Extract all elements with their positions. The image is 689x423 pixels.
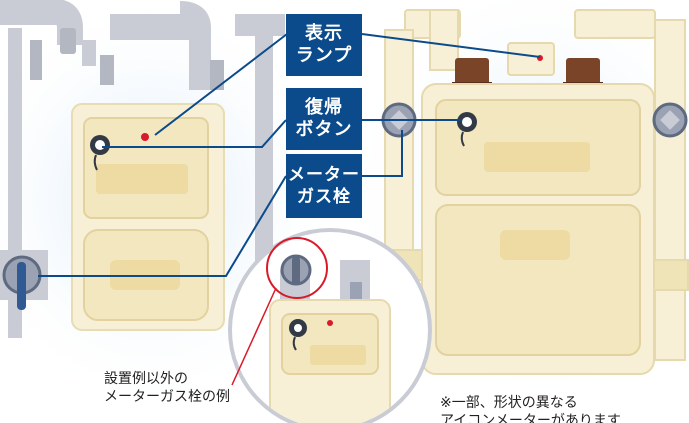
- meter-gas-valve-label: メーター ガス栓: [286, 154, 362, 218]
- note-caption: ※一部、形状の異なる アイコンメーターがあります: [440, 394, 680, 423]
- display-lamp-label-line1: 表示: [305, 23, 343, 44]
- other-valve-caption: 設置例以外の メーターガス栓の例: [104, 370, 274, 406]
- note-caption-line1: ※一部、形状の異なる: [440, 395, 578, 411]
- right-meter: [374, 9, 689, 375]
- meter-gas-valve-label-line2: ガス栓: [297, 187, 351, 207]
- leader-lines: [38, 33, 541, 277]
- reset-button-label: 復帰 ボタン: [286, 88, 362, 150]
- display-lamp-label-line2: ランプ: [295, 45, 353, 66]
- meter-gas-valve-label-line1: メーター: [288, 165, 360, 185]
- reset-button-label-line1: 復帰: [305, 97, 343, 118]
- other-valve-caption-line1: 設置例以外の: [104, 371, 188, 387]
- display-lamp-label: 表示 ランプ: [286, 14, 362, 76]
- other-valve-caption-line2: メーターガス栓の例: [104, 389, 230, 405]
- reset-button-label-line2: ボタン: [295, 119, 353, 140]
- left-meter: [0, 0, 285, 338]
- inset-example: [228, 228, 432, 423]
- note-caption-line2: アイコンメーターがあります: [440, 413, 621, 423]
